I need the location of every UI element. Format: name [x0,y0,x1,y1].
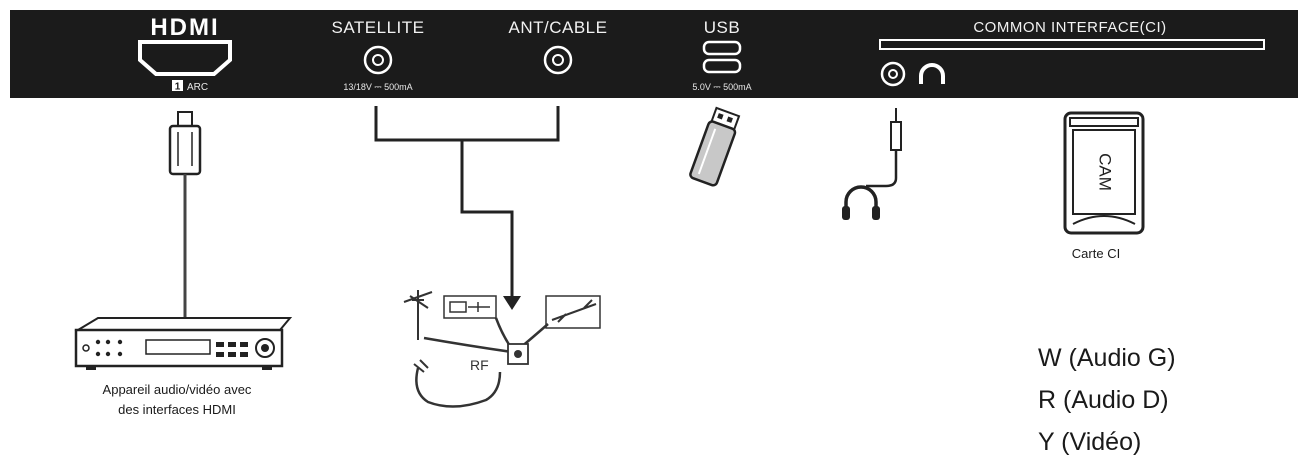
hdmi-arc-label: ARC [187,82,208,93]
audio-plug [890,108,902,151]
hdmi-plug-body [168,124,202,176]
antcable-connector-core [552,54,564,66]
headphone-cable [866,108,902,188]
headphone-icon [842,185,880,220]
usb-spec: 5.0V ⎓ 500mA [692,82,751,92]
usb-stick-icon [689,106,741,187]
cable-loop [415,367,502,408]
satellite-port-group: SATELLITE 13/18V ⎓ 500mA [332,18,425,92]
legend-red: R (Audio D) [1038,386,1169,414]
satellite-connector-icon [363,45,393,75]
av-device-body [74,328,284,368]
ci-slot-icon [879,39,1265,50]
av-device-knob [255,338,275,358]
usb-connector-icon-bottom [702,58,742,74]
arrow-head [503,296,521,310]
cam-card: CAM [1063,111,1145,235]
antcable-label: ANT/CABLE [509,18,608,37]
cam-card-caption: Carte CI [1072,246,1120,261]
cam-card-label: CAM [1096,153,1115,191]
usb-port-group: USB 5.0V ⎓ 500mA [692,18,751,92]
hdmi-port-icon [138,40,232,76]
legend-yellow: Y (Vidéo) [1038,428,1141,456]
audio-jack-core [888,69,898,79]
hdmi-logo: HDMI [150,14,219,41]
antcable-connector-icon [543,45,573,75]
audio-jack-icon [880,61,906,87]
av-device-caption-line1: Appareil audio/vidéo avec [103,382,252,397]
antenna-icon [403,290,433,340]
rf-cable [423,317,549,354]
usb-connector-icon-top [702,40,742,56]
hdmi-cable [168,111,202,320]
rf-wiring-illustration: RF [403,290,601,408]
cam-card-label-area [1072,129,1136,215]
ci-group: COMMON INTERFACE(CI) [879,19,1265,87]
hdmi-port-number: 1 [175,82,181,93]
hdmi-port-number-box [172,80,183,91]
satellite-label: SATELLITE [332,18,425,37]
antenna-connection-lines [374,106,560,300]
satellite-connector-core [372,54,384,66]
rf-label: RF [470,357,489,373]
usb-label: USB [704,18,740,37]
av-device-display [145,339,211,355]
legend-white: W (Audio G) [1038,344,1176,372]
av-device-caption-line2: des interfaces HDMI [118,402,236,417]
av-device-top [74,317,293,331]
hdmi-port-group: HDMI 1 ARC [138,14,232,93]
satellite-spec: 13/18V ⎓ 500mA [343,82,412,92]
ci-label: COMMON INTERFACE(CI) [973,19,1166,36]
headphone-port-icon [919,63,945,84]
audio-video-legend: W (Audio G) R (Audio D) Y (Vidéo) [1038,344,1176,456]
antcable-port-group: ANT/CABLE [509,18,608,75]
rear-panel [10,10,1298,98]
av-device [74,317,293,370]
